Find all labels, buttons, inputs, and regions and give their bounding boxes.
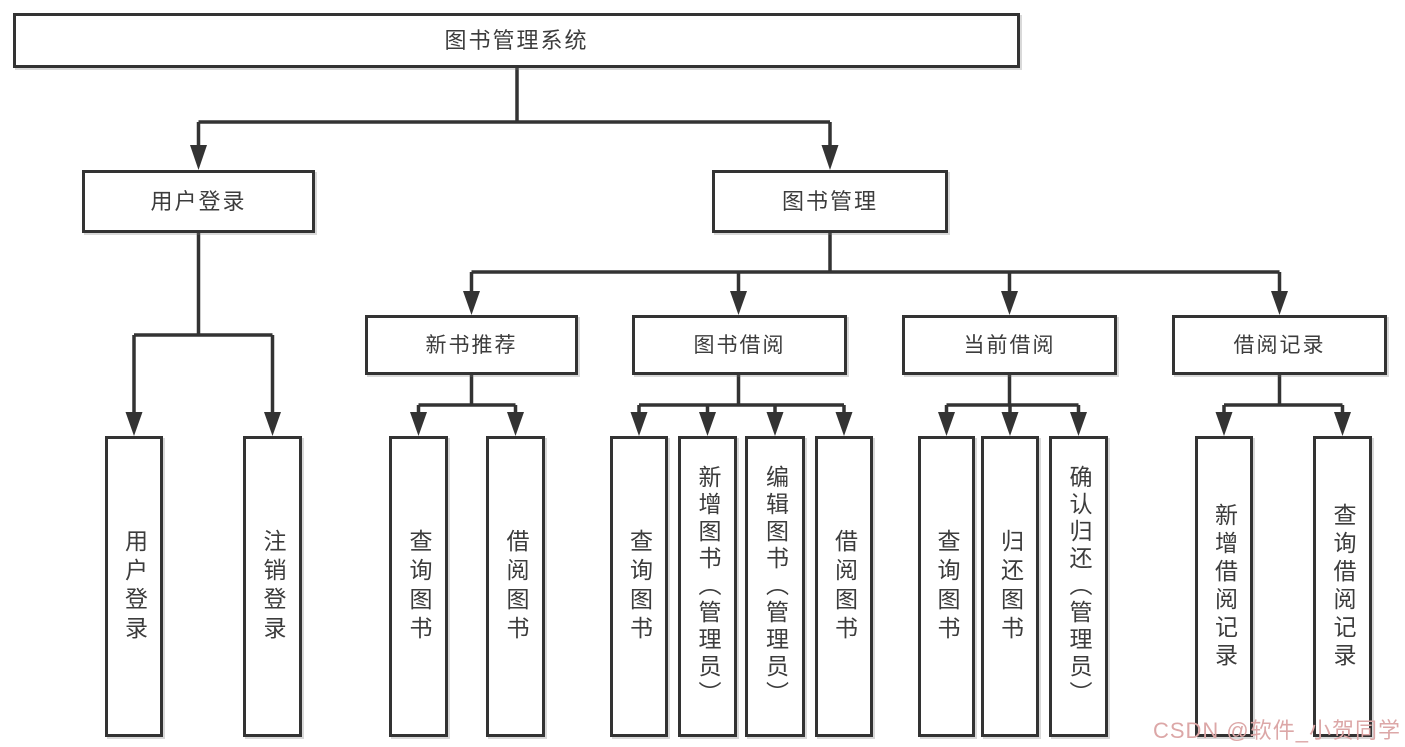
- node-book-management-module: 图书管理: [712, 170, 948, 233]
- leaf-borrow-books: 借阅图书: [815, 436, 873, 737]
- node-library-management-system: 图书管理系统: [13, 13, 1020, 68]
- leaf-search-books-current: 查询图书: [918, 436, 975, 737]
- node-user-login-module: 用户登录: [82, 170, 315, 233]
- leaf-user-login: 用户登录: [105, 436, 163, 737]
- csdn-watermark: CSDN @软件_小贺同学: [1152, 718, 1401, 743]
- leaf-confirm-return-admin: 确认归还（管理员）: [1049, 436, 1108, 737]
- leaf-return-books: 归还图书: [981, 436, 1039, 737]
- leaf-add-books-admin: 新增图书（管理员）: [678, 436, 737, 737]
- node-borrowing-records: 借阅记录: [1172, 315, 1387, 375]
- leaf-edit-books-admin: 编辑图书（管理员）: [745, 436, 805, 737]
- node-new-book-recommendation: 新书推荐: [365, 315, 578, 375]
- leaf-search-books-recommend: 查询图书: [389, 436, 448, 737]
- leaf-borrow-books-recommend: 借阅图书: [486, 436, 545, 737]
- leaf-search-borrow-record: 查询借阅记录: [1313, 436, 1372, 737]
- leaf-add-borrow-record: 新增借阅记录: [1195, 436, 1253, 737]
- leaf-search-books-borrow: 查询图书: [610, 436, 668, 737]
- leaf-logout: 注销登录: [243, 436, 302, 737]
- node-book-borrowing: 图书借阅: [632, 315, 847, 375]
- node-current-borrowing: 当前借阅: [902, 315, 1117, 375]
